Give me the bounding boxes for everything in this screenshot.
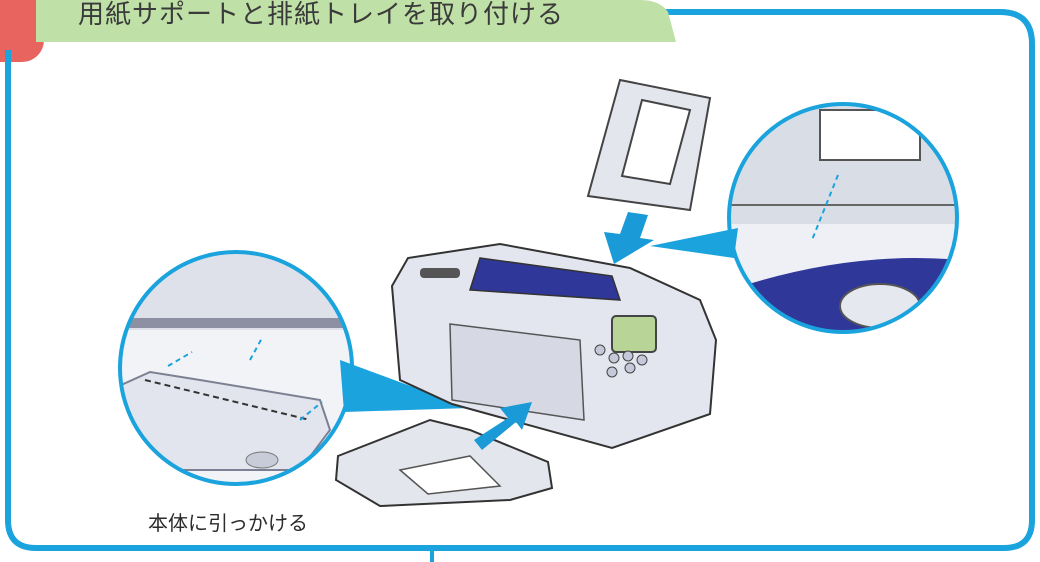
arrow-down-icon xyxy=(604,212,654,264)
title-tab xyxy=(36,0,676,42)
printer xyxy=(390,242,718,450)
page-title: 用紙サポートと排紙トレイを取り付ける xyxy=(78,0,565,30)
arrow-up-right-icon xyxy=(474,402,532,450)
content-frame xyxy=(5,9,1035,551)
caption-text: 本体に引っかける xyxy=(148,511,308,535)
output-tray xyxy=(334,418,554,508)
zoom-detail-left xyxy=(118,250,470,486)
paper-support xyxy=(586,78,712,212)
